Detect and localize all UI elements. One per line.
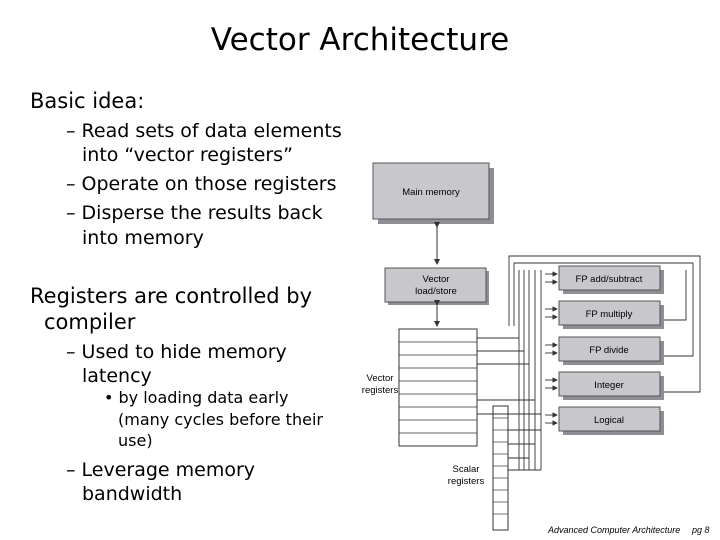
result-feedback-loops: [508, 255, 701, 393]
main-memory-box: [372, 162, 490, 220]
sub-sub-bullet-loading-line3: use): [118, 431, 153, 450]
footer-course-name: Advanced Computer Architecture: [548, 525, 681, 535]
sub-bullet-read-line1: – Read sets of data elements: [66, 120, 342, 142]
unit-fp-add-subtract: FP add/subtract: [545, 265, 664, 294]
sub-bullet-read-line2: into “vector registers”: [82, 144, 293, 166]
vector-load-store-box: [384, 267, 487, 303]
sub-bullet-leverage-line1: – Leverage memory: [66, 459, 256, 481]
sub-bullet-leverage-line2: bandwidth: [82, 483, 183, 505]
vector-registers-label-line2: registers: [362, 385, 399, 396]
vector-register-file: [398, 328, 478, 447]
scalar-registers-label-line2: registers: [448, 476, 485, 487]
unit-fp-divide: FP divide: [545, 336, 664, 365]
unit-integer-label: Integer: [594, 380, 624, 391]
load-store-label-line1: Vector: [423, 274, 450, 285]
footer-page-number: pg 8: [692, 525, 710, 535]
slide-title: Vector Architecture: [210, 22, 510, 58]
bullet-registers-line2: compiler: [44, 310, 136, 334]
bullet-basic-idea: Basic idea:: [30, 89, 145, 113]
scalar-registers-label-line1: Scalar: [453, 464, 480, 475]
sub-bullet-operate: – Operate on those registers: [66, 173, 337, 195]
sub-bullet-hide-line2: latency: [82, 365, 152, 387]
sub-bullet-hide-line1: – Used to hide memory: [66, 341, 287, 363]
unit-fp-multiply-label: FP multiply: [586, 309, 633, 320]
bullet-registers-line1: Registers are controlled by: [30, 284, 313, 308]
sub-sub-bullet-loading-line1: • by loading data early: [104, 388, 289, 407]
sub-sub-bullet-loading-line2: (many cycles before their: [118, 410, 323, 429]
main-memory-label: Main memory: [402, 187, 460, 198]
load-store-label-line2: load/store: [415, 286, 457, 297]
register-bus-lines: [477, 270, 542, 471]
scalar-register-file: [492, 405, 509, 531]
unit-fp-multiply: FP multiply: [545, 300, 664, 329]
sub-bullet-disperse-line1: – Disperse the results back: [66, 202, 323, 224]
unit-fp-divide-label: FP divide: [589, 345, 628, 356]
unit-fp-add-subtract-label: FP add/subtract: [576, 274, 643, 285]
unit-logical: Logical: [545, 406, 664, 435]
unit-logical-label: Logical: [594, 415, 624, 426]
vector-registers-label-line1: Vector: [367, 373, 394, 384]
unit-integer: Integer: [545, 371, 664, 400]
sub-bullet-disperse-line2: into memory: [82, 227, 204, 249]
